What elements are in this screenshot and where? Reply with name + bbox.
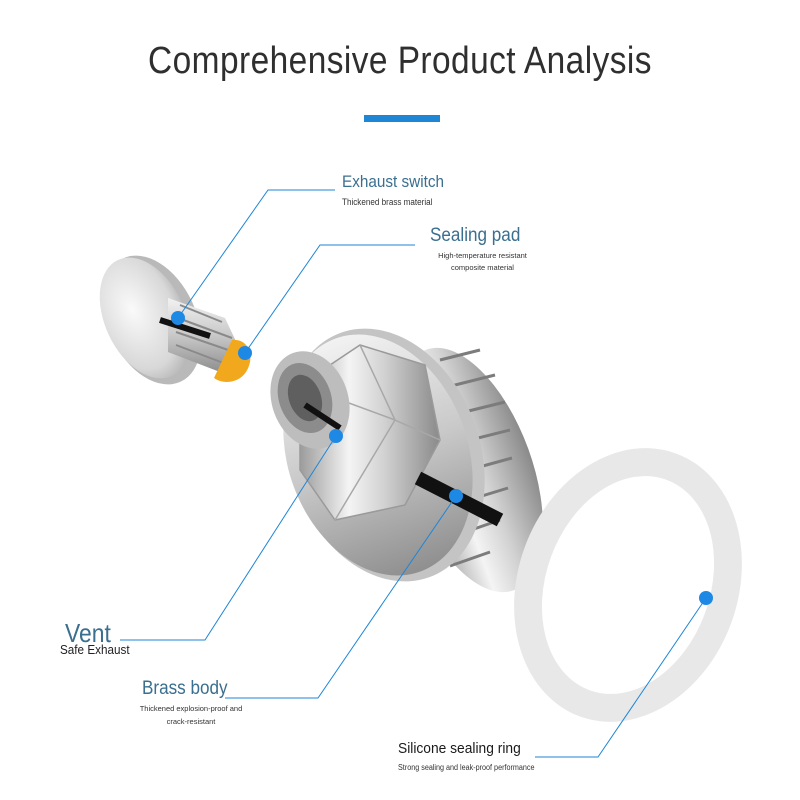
callout-title: Vent: [65, 618, 111, 648]
callout-description: Thickened brass material: [342, 197, 433, 207]
callout-dot-brass-body: [449, 489, 463, 503]
callout-description: Safe Exhaust: [60, 642, 130, 657]
callout-title: Brass body: [142, 678, 228, 699]
callout-description: Thickened explosion-proof and crack-resi…: [139, 704, 243, 726]
callout-exhaust-switch: Exhaust switch Thickened brass material: [342, 172, 455, 207]
callout-description: Strong sealing and leak-proof performanc…: [398, 763, 535, 772]
callout-title: Silicone sealing ring: [398, 740, 521, 757]
callout-title: Exhaust switch: [342, 172, 445, 191]
callout-vent: Vent Safe Exhaust: [60, 618, 137, 657]
callout-description: High-temperature resistant composite mat…: [438, 251, 527, 272]
callout-title: Sealing pad: [430, 225, 521, 246]
page-title: Comprehensive Product Analysis: [148, 40, 652, 82]
callout-sealing-pad: Sealing pad High-temperature resistant c…: [420, 225, 545, 274]
callout-dot-sealing-pad: [238, 346, 252, 360]
silicone-ring-part: [514, 448, 742, 722]
callout-dot-vent: [329, 429, 343, 443]
callout-brass-body: Brass body Thickened explosion-proof and…: [132, 678, 250, 728]
callout-dots: [171, 311, 713, 605]
callout-dot-exhaust-switch: [171, 311, 185, 325]
callout-dot-silicone-ring: [699, 591, 713, 605]
exhaust-switch-part: [99, 255, 251, 385]
callout-leader-lines: [120, 189, 707, 758]
title-underline-bar: [364, 115, 440, 122]
callout-silicone-ring: Silicone sealing ring Strong sealing and…: [398, 740, 550, 772]
brass-body-part: [270, 328, 543, 593]
